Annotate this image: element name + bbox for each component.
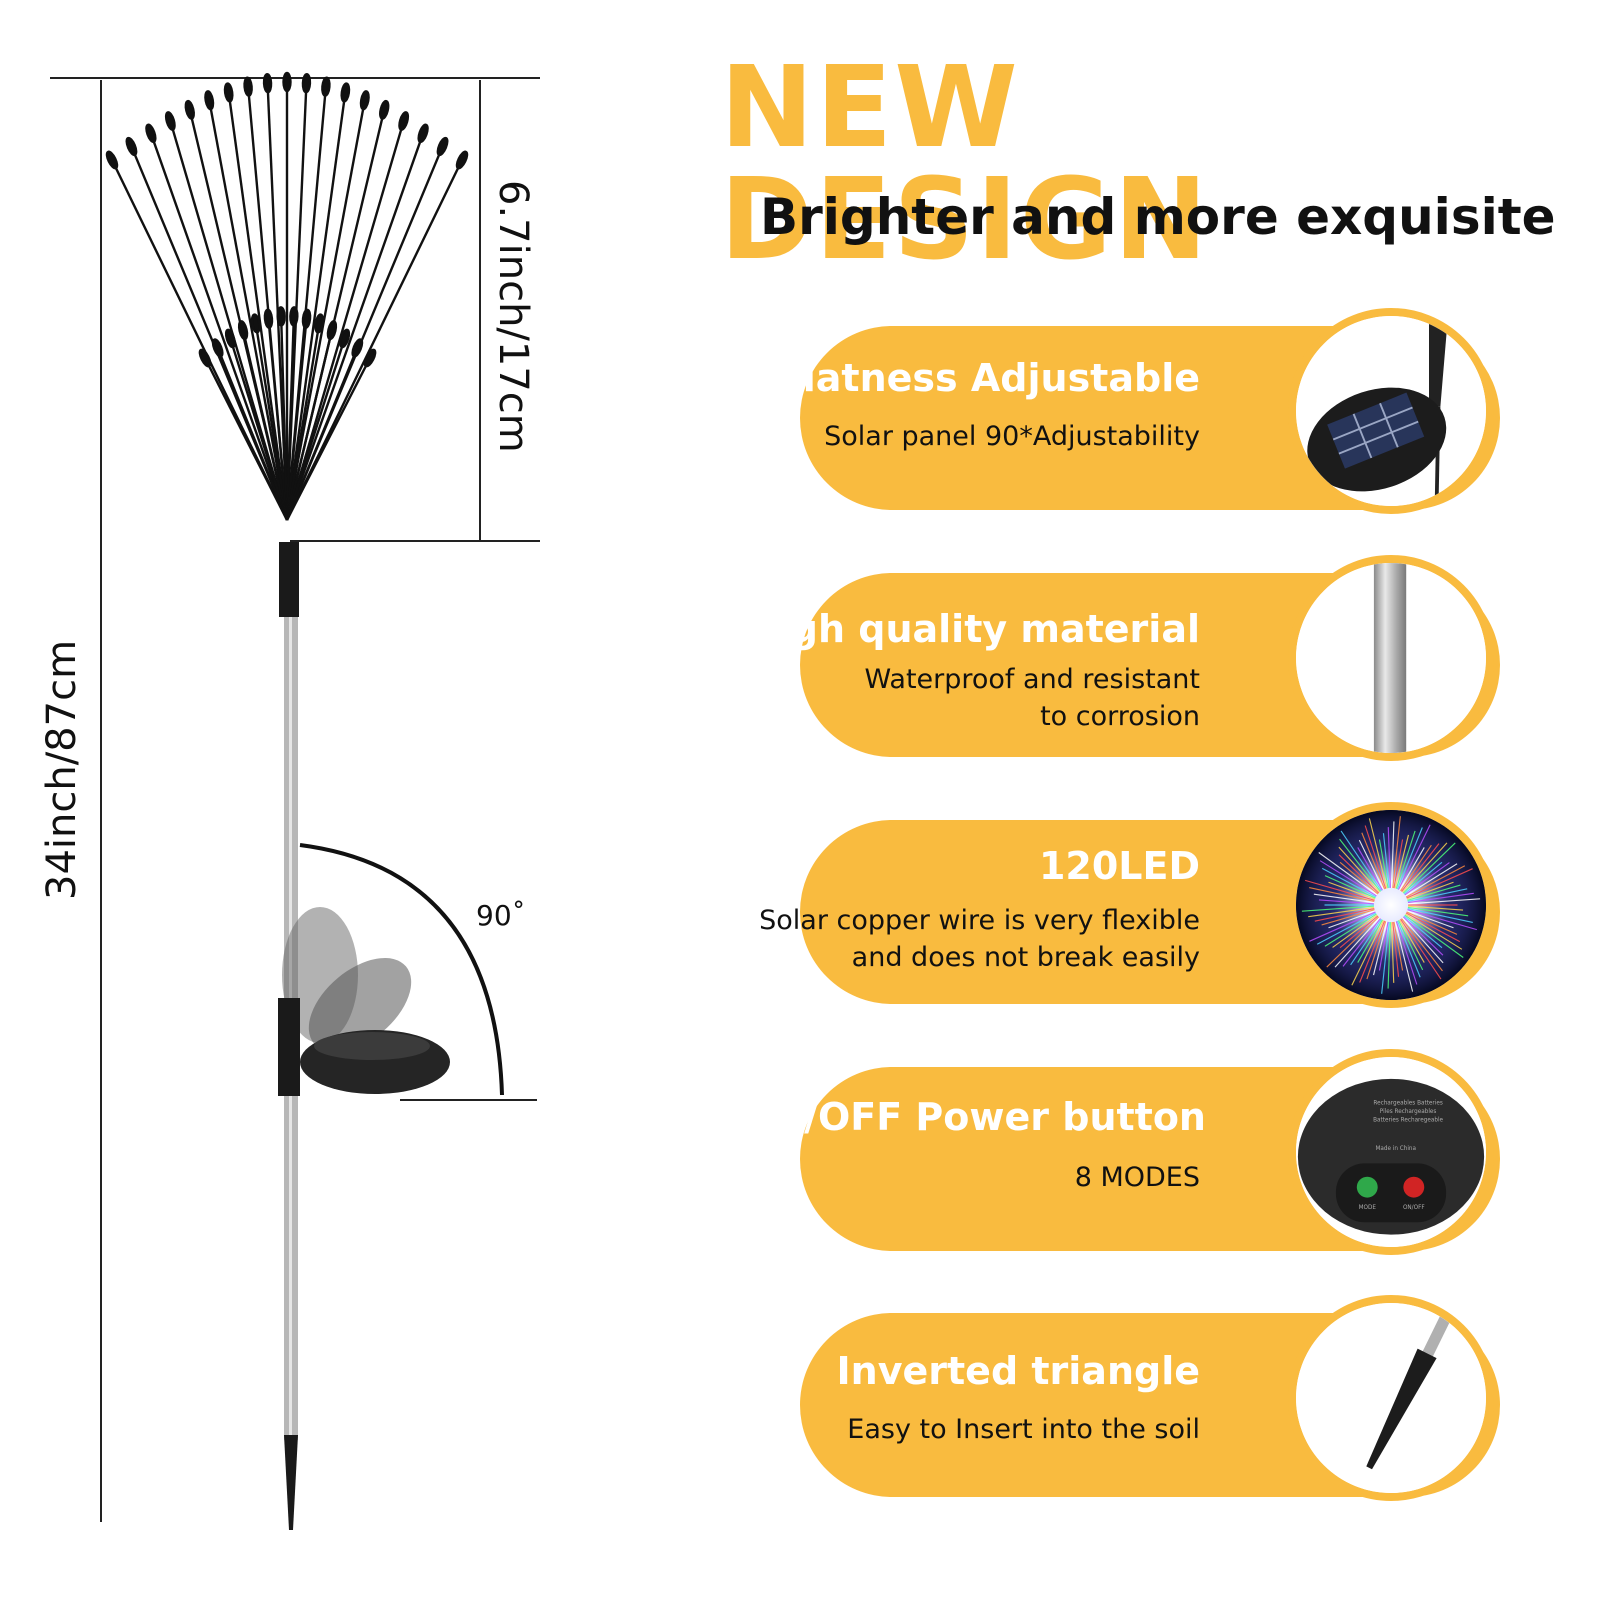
- feature-desc-line: Waterproof and resistant: [864, 664, 1200, 695]
- feature-desc: Solar copper wire is very flexible and d…: [730, 902, 1200, 976]
- feature-pill-power: ON/OFF Power button 8 MODES Rechargeable…: [740, 1049, 1500, 1255]
- firework-wires: [105, 71, 469, 521]
- angle-label: 90˚: [476, 899, 526, 932]
- power-button-icon: Rechargeables Batteries Piles Rechargeab…: [1288, 1049, 1494, 1255]
- feature-title: 120LED: [1038, 844, 1200, 888]
- product-illustration: 34inch/87cm 6.7inch/17cm 90˚: [39, 71, 540, 1530]
- headline: NEW DESIGN: [720, 43, 1210, 285]
- battery-label: Piles Rechargeables: [1380, 1109, 1437, 1115]
- total-height-label: 34inch/87cm: [39, 640, 85, 900]
- feature-desc-line: 8 MODES: [1074, 1162, 1200, 1193]
- feature-desc-line: Solar copper wire is very flexible: [759, 905, 1200, 936]
- feature-desc: 8 MODES: [730, 1159, 1200, 1196]
- firework-light-icon: [1288, 802, 1494, 1008]
- ground-spike: [284, 1435, 298, 1530]
- angle-arc: [299, 843, 504, 1096]
- ground-stake-icon: [1288, 1295, 1494, 1501]
- onoff-label: ON/OFF: [1403, 1205, 1425, 1211]
- pole-top-sleeve: [279, 542, 299, 617]
- feature-pill-triangle: Inverted triangle Easy to Insert into th…: [800, 1295, 1500, 1501]
- battery-label: Batteries Recharegeable: [1373, 1118, 1443, 1124]
- feature-desc: Easy to Insert into the soil: [730, 1411, 1200, 1448]
- panel-ghost-middle: [308, 958, 412, 1052]
- feature-title: Flatness Adjustable: [776, 356, 1200, 400]
- feature-pill-led: 120LED Solar copper wire is very flexibl…: [759, 802, 1500, 1008]
- feature-desc: Waterproof and resistant to corrosion: [730, 661, 1200, 735]
- subheadline: Brighter and more exquisite: [760, 188, 1556, 246]
- battery-label: Made in China: [1375, 1146, 1416, 1152]
- feature-desc-line: and does not break easily: [851, 942, 1200, 973]
- metal-pole-icon: [1288, 555, 1494, 761]
- head-height-label: 6.7inch/17cm: [490, 180, 536, 453]
- solar-panel-face: [314, 1032, 430, 1060]
- mode-label: MODE: [1359, 1205, 1377, 1211]
- battery-label: Rechargeables Batteries: [1373, 1101, 1442, 1107]
- feature-desc-line: to corrosion: [1040, 701, 1200, 732]
- feature-desc-line: Easy to Insert into the soil: [847, 1414, 1200, 1445]
- solar-panel-icon: [1288, 308, 1494, 514]
- feature-pill-material: High quality material Waterproof and res…: [746, 555, 1500, 761]
- feature-title: High quality material: [745, 607, 1200, 651]
- feature-pill-flatness: Flatness Adjustable Solar panel 90*Adjus…: [777, 308, 1500, 514]
- feature-desc-line: Solar panel 90*Adjustability: [824, 421, 1200, 452]
- feature-title: Inverted triangle: [836, 1349, 1200, 1393]
- feature-desc: Solar panel 90*Adjustability: [730, 418, 1200, 455]
- panel-clamp: [278, 998, 300, 1096]
- feature-title: ON/OFF Power button: [740, 1095, 1206, 1139]
